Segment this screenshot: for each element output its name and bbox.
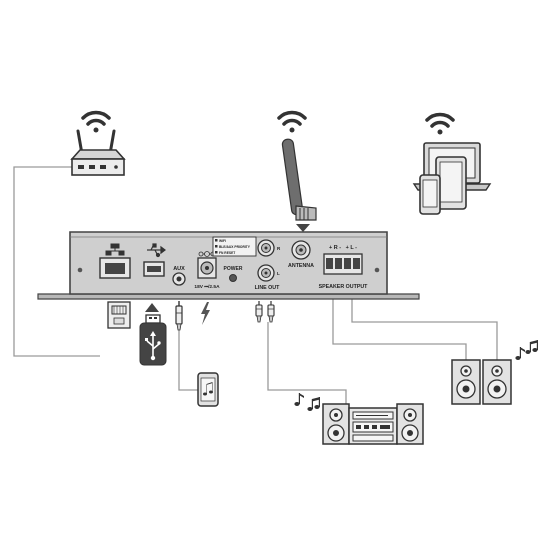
lightning-icon [201,302,210,325]
aux-jack: AUX [172,266,186,286]
dc-power-jack: 18V ⎓/2.5A [194,251,220,290]
speaker-l-line [351,290,498,360]
phone-music-icon [197,372,219,407]
wifi-signal-icon [277,110,307,133]
status-info-box: WIFI BLE/AUX PRIORITY FN RESET [212,236,257,257]
usb-port [143,243,166,277]
rca-plug-icon [255,301,275,323]
wifi-signal-icon [425,112,455,135]
speaker-r-line [332,290,467,360]
line-out-channel-l: L [277,271,280,276]
ethernet-port [99,243,131,279]
status-line-wifi: WIFI [219,239,226,243]
aux-label: AUX [173,266,185,272]
power-rating-label: 18V ⎓/2.5A [194,284,220,290]
aux-phone-line [178,330,198,391]
speaker-terminals: + R - + L - SPEAKER OUTPUT [319,245,369,290]
antenna-label: ANTENNA [288,263,314,269]
speaker-polarity-label: + R - + L - [329,245,357,251]
aux-cable-icon [175,301,183,331]
usb-flash-drive-icon [139,303,167,366]
antenna-icon [277,110,317,232]
line-out-label: LINE OUT [255,285,280,291]
line-out-jacks: R L LINE OUT [255,239,281,291]
speakers-icon [451,359,512,405]
router-ethernet-line [13,166,100,357]
status-line-priority: BLE/AUX PRIORITY [219,245,251,249]
laptop-tablet-phone-icon [412,112,492,215]
connection-lines [13,166,498,404]
amplifier-rear-panel: AUX 18V ⎓/2.5A WIFI BLE/AUX [37,231,420,300]
wifi-signal-icon [81,110,111,133]
ethernet-cable-plug [107,301,131,329]
line-out-channel-r: R [277,246,281,251]
power-indicator: POWER [224,266,243,282]
music-notes-icon [294,340,538,411]
power-label: POWER [224,266,243,272]
wifi-router-icon [70,110,126,176]
lineout-stereo-line [267,322,347,404]
ethernet-icon [105,243,125,256]
stereo-system-icon [322,403,424,445]
usb-icon [147,243,166,258]
status-line-reset: FN RESET [219,251,235,255]
speaker-output-label: SPEAKER OUTPUT [319,284,369,290]
antenna-connector: ANTENNA [288,240,314,269]
